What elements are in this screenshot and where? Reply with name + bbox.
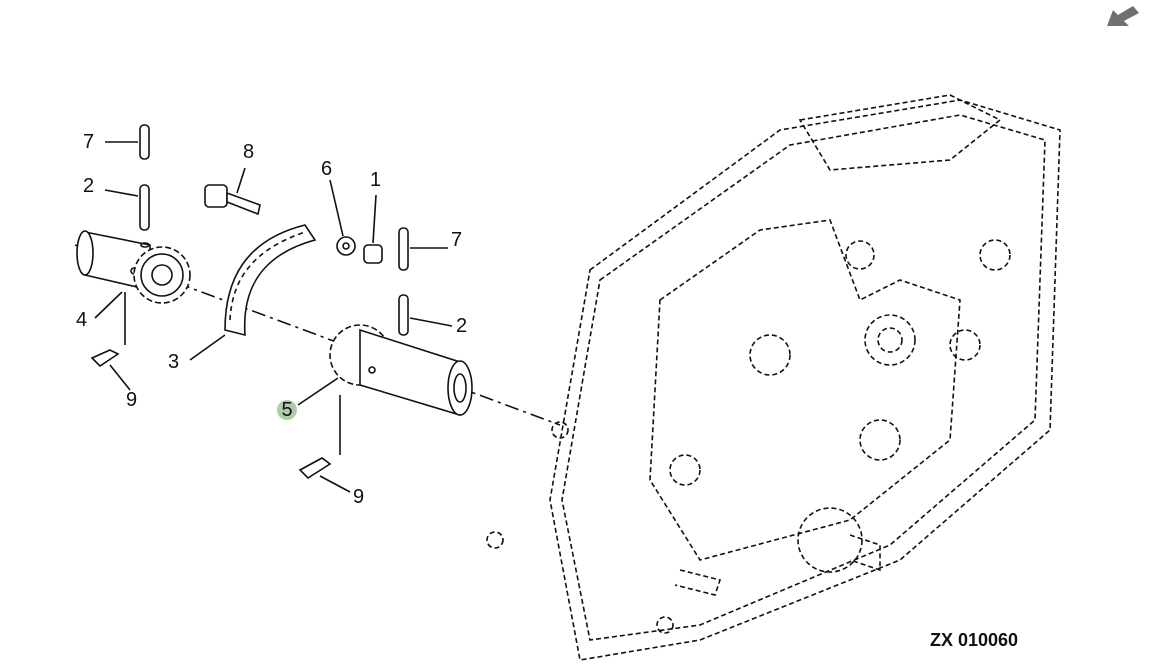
part-4-shaft bbox=[76, 230, 151, 292]
part-6-washer bbox=[336, 236, 356, 256]
part-2-pin bbox=[139, 184, 150, 231]
part-4-sprocket bbox=[133, 246, 191, 304]
callout-5[interactable]: 5 bbox=[277, 400, 297, 420]
part-8-bolt bbox=[204, 167, 261, 216]
callout-7[interactable]: 7 bbox=[83, 131, 95, 153]
callout-3[interactable]: 3 bbox=[168, 351, 180, 373]
callout-8[interactable]: 8 bbox=[243, 141, 255, 163]
callout-2-right[interactable]: 2 bbox=[456, 315, 468, 337]
part-9-fitting-left bbox=[90, 292, 131, 391]
callout-9-right[interactable]: 9 bbox=[353, 486, 365, 508]
part-2-pin-right bbox=[398, 294, 409, 336]
arrow-down-left-icon bbox=[1107, 6, 1139, 26]
callout-2[interactable]: 2 bbox=[83, 175, 95, 197]
figure-id: ZX 010060 bbox=[930, 630, 1019, 650]
part-7-pin bbox=[139, 124, 150, 160]
callout-6[interactable]: 6 bbox=[321, 158, 333, 180]
callout-4[interactable]: 4 bbox=[76, 309, 88, 331]
part-1-nut bbox=[363, 244, 383, 264]
callout-1[interactable]: 1 bbox=[370, 169, 382, 191]
back-button[interactable] bbox=[1105, 4, 1141, 30]
part-9-fitting-right bbox=[298, 395, 351, 493]
callout-7-right[interactable]: 7 bbox=[451, 229, 463, 251]
part-7-pin-right bbox=[398, 227, 409, 271]
callout-9-left[interactable]: 9 bbox=[126, 389, 138, 411]
part-3-chain bbox=[224, 224, 317, 337]
gearbox-housing bbox=[486, 94, 1061, 661]
part-5-sprocket-shaft bbox=[329, 324, 473, 417]
